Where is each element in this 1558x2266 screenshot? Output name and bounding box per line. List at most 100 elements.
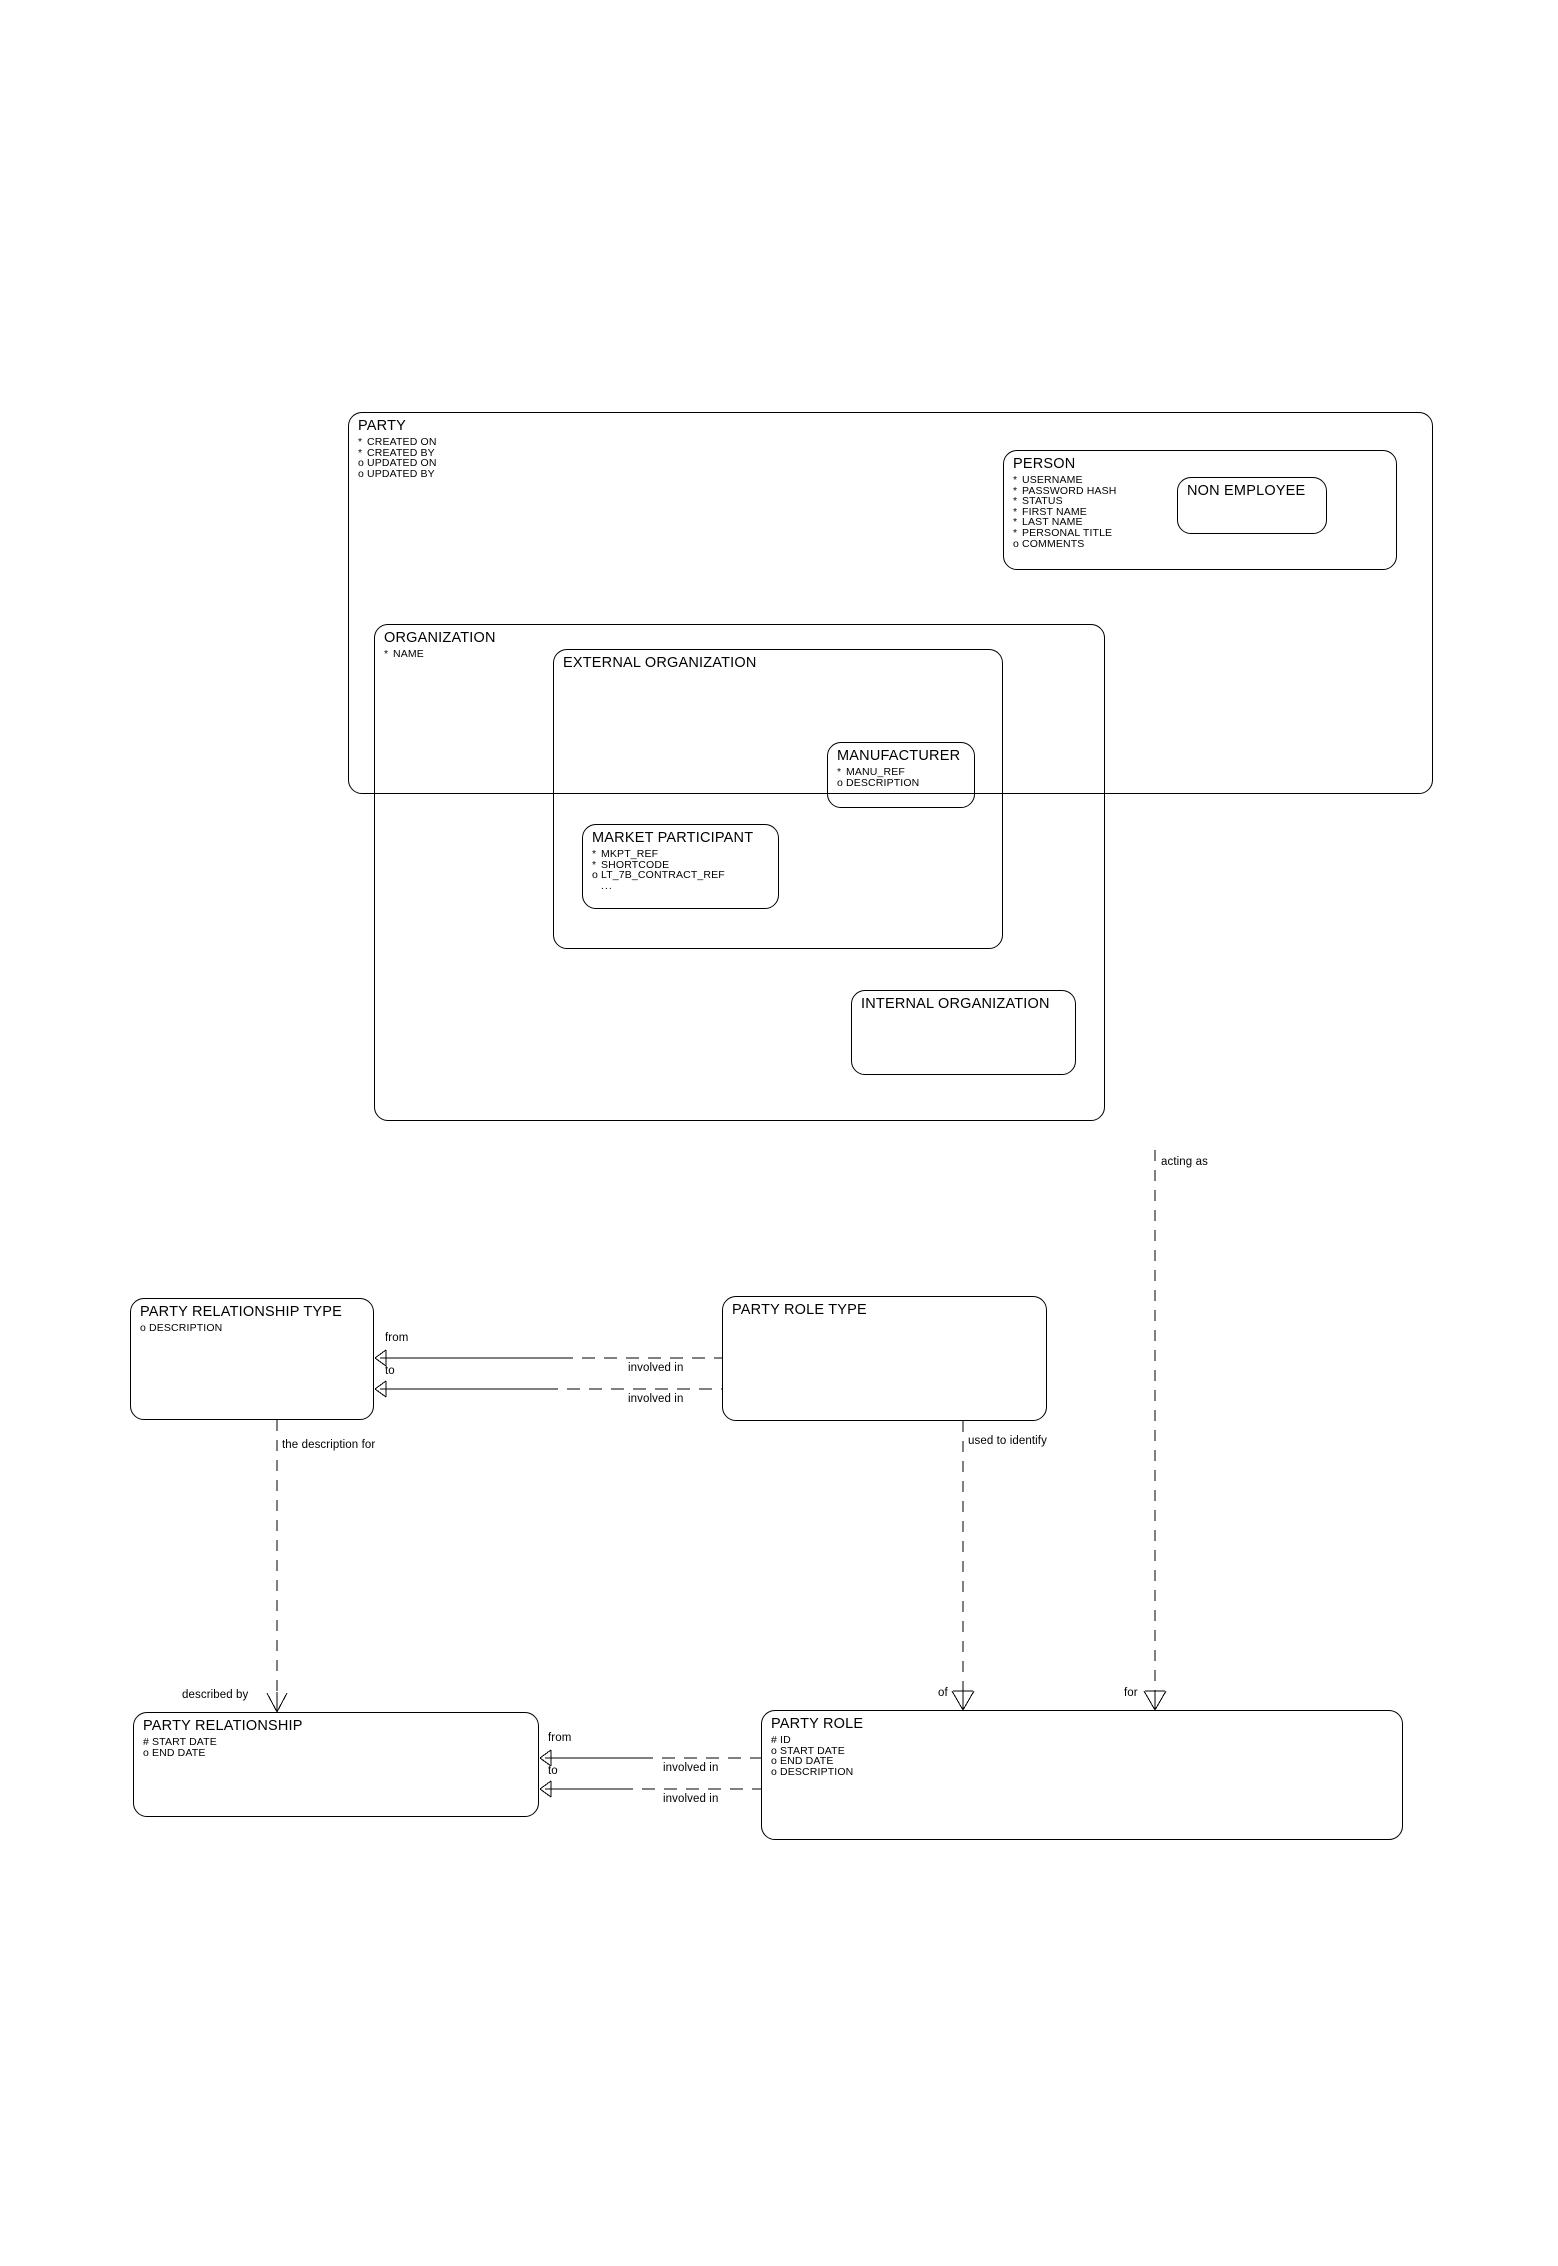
relationship-used-to-identify-of: [951, 1421, 975, 1711]
attribute-mark: *: [592, 848, 597, 860]
attribute-row: *FIRST NAME: [1013, 506, 1117, 518]
attribute-mark: #: [143, 1736, 149, 1748]
entity-party-role-name: PARTY ROLE: [771, 1716, 864, 1732]
relationship-label-pr-involved-in-1: involved in: [663, 1762, 719, 1774]
attribute-row: * NAME: [384, 649, 424, 660]
entity-party-role-type-name: PARTY ROLE TYPE: [732, 1302, 867, 1318]
attribute-row: * MANU_REF: [837, 767, 919, 778]
relationship-label-prt-involved-in-1: involved in: [628, 1362, 684, 1374]
crowsfoot-prong: [276, 1692, 288, 1713]
attribute-label: ID: [780, 1734, 791, 1746]
entity-party-relationship-name: PARTY RELATIONSHIP: [143, 1718, 303, 1734]
attribute-mark: *: [1013, 474, 1018, 486]
attribute-mark: o: [143, 1746, 149, 1759]
attribute-row: *STATUS: [1013, 496, 1117, 507]
attribute-label: MKPT_REF: [601, 848, 659, 860]
attribute-label: MANU_REF: [846, 766, 905, 778]
relationship-label-acting-as: acting as: [1161, 1156, 1208, 1168]
relationship-label-described-by: described by: [182, 1689, 249, 1701]
crowsfoot-prong: [539, 1780, 552, 1790]
attribute-mark: o: [771, 1755, 777, 1768]
entity-organization-attributes: * NAME: [384, 649, 424, 660]
relationship-label-prt-involved-in-2: involved in: [628, 1393, 684, 1405]
entity-organization-name: ORGANIZATION: [384, 630, 496, 646]
relationship-description-for-described-by: [266, 1420, 288, 1713]
attribute-mark: o: [771, 1765, 777, 1778]
attribute-mark: *: [384, 648, 389, 660]
attribute-row: * USERNAME: [1013, 475, 1117, 486]
attribute-mark: *: [1013, 484, 1018, 497]
entity-market-participant[interactable]: MARKET PARTICIPANT *MKPT_REF *SHORTCODE …: [582, 824, 779, 909]
attribute-mark: o: [140, 1322, 146, 1334]
attribute-label: DESCRIPTION: [149, 1322, 223, 1334]
entity-organization[interactable]: ORGANIZATION * NAME: [374, 624, 1105, 1121]
relationship-label-the-description-for: the description for: [282, 1439, 376, 1451]
entity-external-organization[interactable]: EXTERNAL ORGANIZATION: [553, 649, 1003, 949]
relationship-label-prt-from: from: [385, 1332, 409, 1344]
entity-non-employee[interactable]: NON EMPLOYEE: [1177, 477, 1327, 534]
crowsfoot-prong: [539, 1788, 552, 1798]
attribute-label: START DATE: [152, 1736, 217, 1748]
attribute-label: LAST NAME: [1022, 516, 1083, 529]
crowsfoot-prong: [962, 1690, 975, 1711]
attribute-label: NAME: [393, 648, 424, 660]
relationship-label-pr-involved-in-2: involved in: [663, 1793, 719, 1805]
attribute-label: END DATE: [152, 1746, 206, 1759]
entity-external-organization-name: EXTERNAL ORGANIZATION: [563, 655, 757, 671]
entity-internal-organization[interactable]: INTERNAL ORGANIZATION: [851, 990, 1076, 1075]
attribute-label: START DATE: [780, 1744, 845, 1757]
entity-market-participant-name: MARKET PARTICIPANT: [592, 830, 754, 846]
crowsfoot-prong: [1143, 1690, 1156, 1711]
relationship-label-pr-from: from: [548, 1732, 572, 1744]
attribute-row: *CREATED ON: [358, 437, 437, 448]
entity-internal-organization-name: INTERNAL ORGANIZATION: [861, 996, 1050, 1012]
attribute-mark: o: [358, 467, 364, 480]
attribute-row: #START DATE: [143, 1737, 217, 1748]
attribute-row: *PASSWORD HASH: [1013, 484, 1117, 497]
attribute-mark: o: [358, 457, 364, 470]
attribute-row: *PERSONAL TITLE: [1013, 528, 1117, 539]
attribute-row: * SHORTCODE: [592, 858, 725, 871]
attribute-label: USERNAME: [1022, 474, 1083, 486]
attribute-label: UPDATED ON: [367, 457, 437, 470]
crowsfoot-prong: [951, 1690, 964, 1711]
attribute-mark: *: [837, 766, 842, 778]
attribute-label: COMMENTS: [1022, 537, 1085, 550]
relationship-label-pr-to: to: [548, 1765, 558, 1777]
relationship-pr-to-involved-in: [539, 1780, 761, 1798]
attribute-row: ...: [592, 879, 725, 892]
attribute-mark: *: [592, 858, 597, 871]
entity-non-employee-name: NON EMPLOYEE: [1187, 483, 1306, 499]
crowsfoot-prong: [374, 1388, 387, 1398]
entity-party-name: PARTY: [358, 418, 407, 434]
attribute-label: END DATE: [780, 1755, 834, 1768]
entity-person[interactable]: PERSON *USERNAME *PASSWORD HASH *STATUS …: [1003, 450, 1397, 570]
attribute-label: UPDATED BY: [367, 467, 435, 480]
attribute-mark: *: [358, 446, 363, 459]
entity-party-role-type[interactable]: PARTY ROLE TYPE: [722, 1296, 1047, 1421]
attribute-label: ...: [601, 879, 613, 892]
attribute-label: SHORTCODE: [601, 858, 670, 871]
entity-person-attributes: * USERNAME *PASSWORD HASH *STATUS *FIRST …: [1013, 475, 1117, 549]
crowsfoot-prong: [374, 1349, 387, 1359]
